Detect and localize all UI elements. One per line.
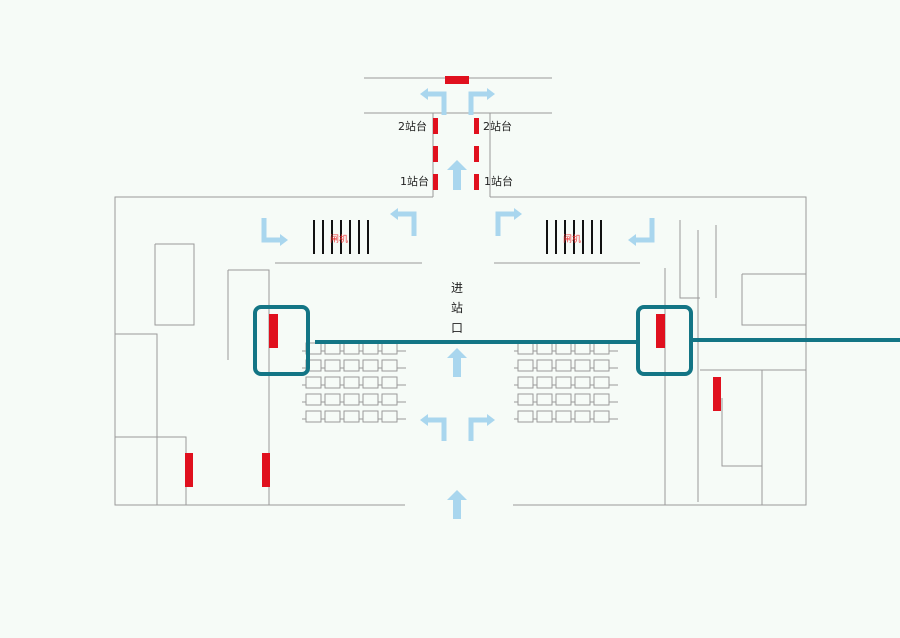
waiting-seat: [555, 376, 572, 389]
waiting-seat: [555, 342, 572, 355]
gate-label: 闸机: [563, 235, 582, 245]
waiting-seat: [536, 410, 553, 423]
waiting-seat: [343, 376, 360, 389]
arrow-up-icon: [447, 490, 467, 519]
red-markers: [185, 76, 721, 487]
highlight-callouts: [253, 305, 900, 376]
highlight-box-left: [253, 305, 310, 376]
platform-label: 2站台: [483, 120, 512, 133]
waiting-seat: [536, 342, 553, 355]
gate-label: 闸机: [330, 235, 349, 245]
arrow-up-icon: [447, 348, 467, 377]
waiting-seat: [574, 393, 591, 406]
waiting-seat: [381, 359, 398, 372]
waiting-seat: [517, 359, 534, 372]
waiting-seat: [324, 376, 341, 389]
platform-label: 1站台: [400, 175, 429, 188]
waiting-seat: [381, 410, 398, 423]
waiting-seat: [343, 410, 360, 423]
waiting-seat: [593, 393, 610, 406]
waiting-seat: [324, 359, 341, 372]
platform-label: 2站台: [398, 120, 427, 133]
walls: [114, 77, 807, 506]
waiting-seat: [381, 376, 398, 389]
waiting-seat: [343, 359, 360, 372]
waiting-seat: [517, 342, 534, 355]
platform-label: 1站台: [484, 175, 513, 188]
waiting-seat: [343, 393, 360, 406]
waiting-seat: [593, 342, 610, 355]
waiting-seat: [324, 342, 341, 355]
waiting-seat: [593, 376, 610, 389]
turnstile-gates-left: [313, 220, 369, 254]
entrance-label: 进站口: [450, 281, 463, 335]
waiting-seat: [305, 393, 322, 406]
waiting-seat: [574, 342, 591, 355]
waiting-seats: [302, 342, 618, 423]
waiting-seat: [536, 376, 553, 389]
turnstile-gates-right: [546, 220, 602, 254]
waiting-seat: [555, 393, 572, 406]
waiting-seat: [305, 376, 322, 389]
waiting-seat: [324, 410, 341, 423]
arrow-heads: [280, 88, 636, 426]
waiting-seat: [362, 359, 379, 372]
waiting-seat: [593, 410, 610, 423]
waiting-seat: [574, 359, 591, 372]
waiting-seat: [343, 342, 360, 355]
turn-arrows: [261, 91, 655, 441]
waiting-seat: [305, 410, 322, 423]
waiting-seat: [555, 410, 572, 423]
waiting-seat: [536, 359, 553, 372]
waiting-seat: [362, 393, 379, 406]
waiting-seat: [574, 410, 591, 423]
waiting-seat: [381, 342, 398, 355]
waiting-seat: [381, 393, 398, 406]
waiting-seat: [517, 376, 534, 389]
arrow-up-icon: [447, 160, 467, 190]
flow-arrows: [447, 160, 467, 519]
waiting-seat: [362, 376, 379, 389]
waiting-seat: [517, 410, 534, 423]
waiting-seat: [555, 359, 572, 372]
waiting-seat: [362, 342, 379, 355]
waiting-seat: [324, 393, 341, 406]
waiting-seat: [574, 376, 591, 389]
waiting-seat: [517, 393, 534, 406]
waiting-seat: [536, 393, 553, 406]
waiting-seat: [362, 410, 379, 423]
waiting-seat: [593, 359, 610, 372]
